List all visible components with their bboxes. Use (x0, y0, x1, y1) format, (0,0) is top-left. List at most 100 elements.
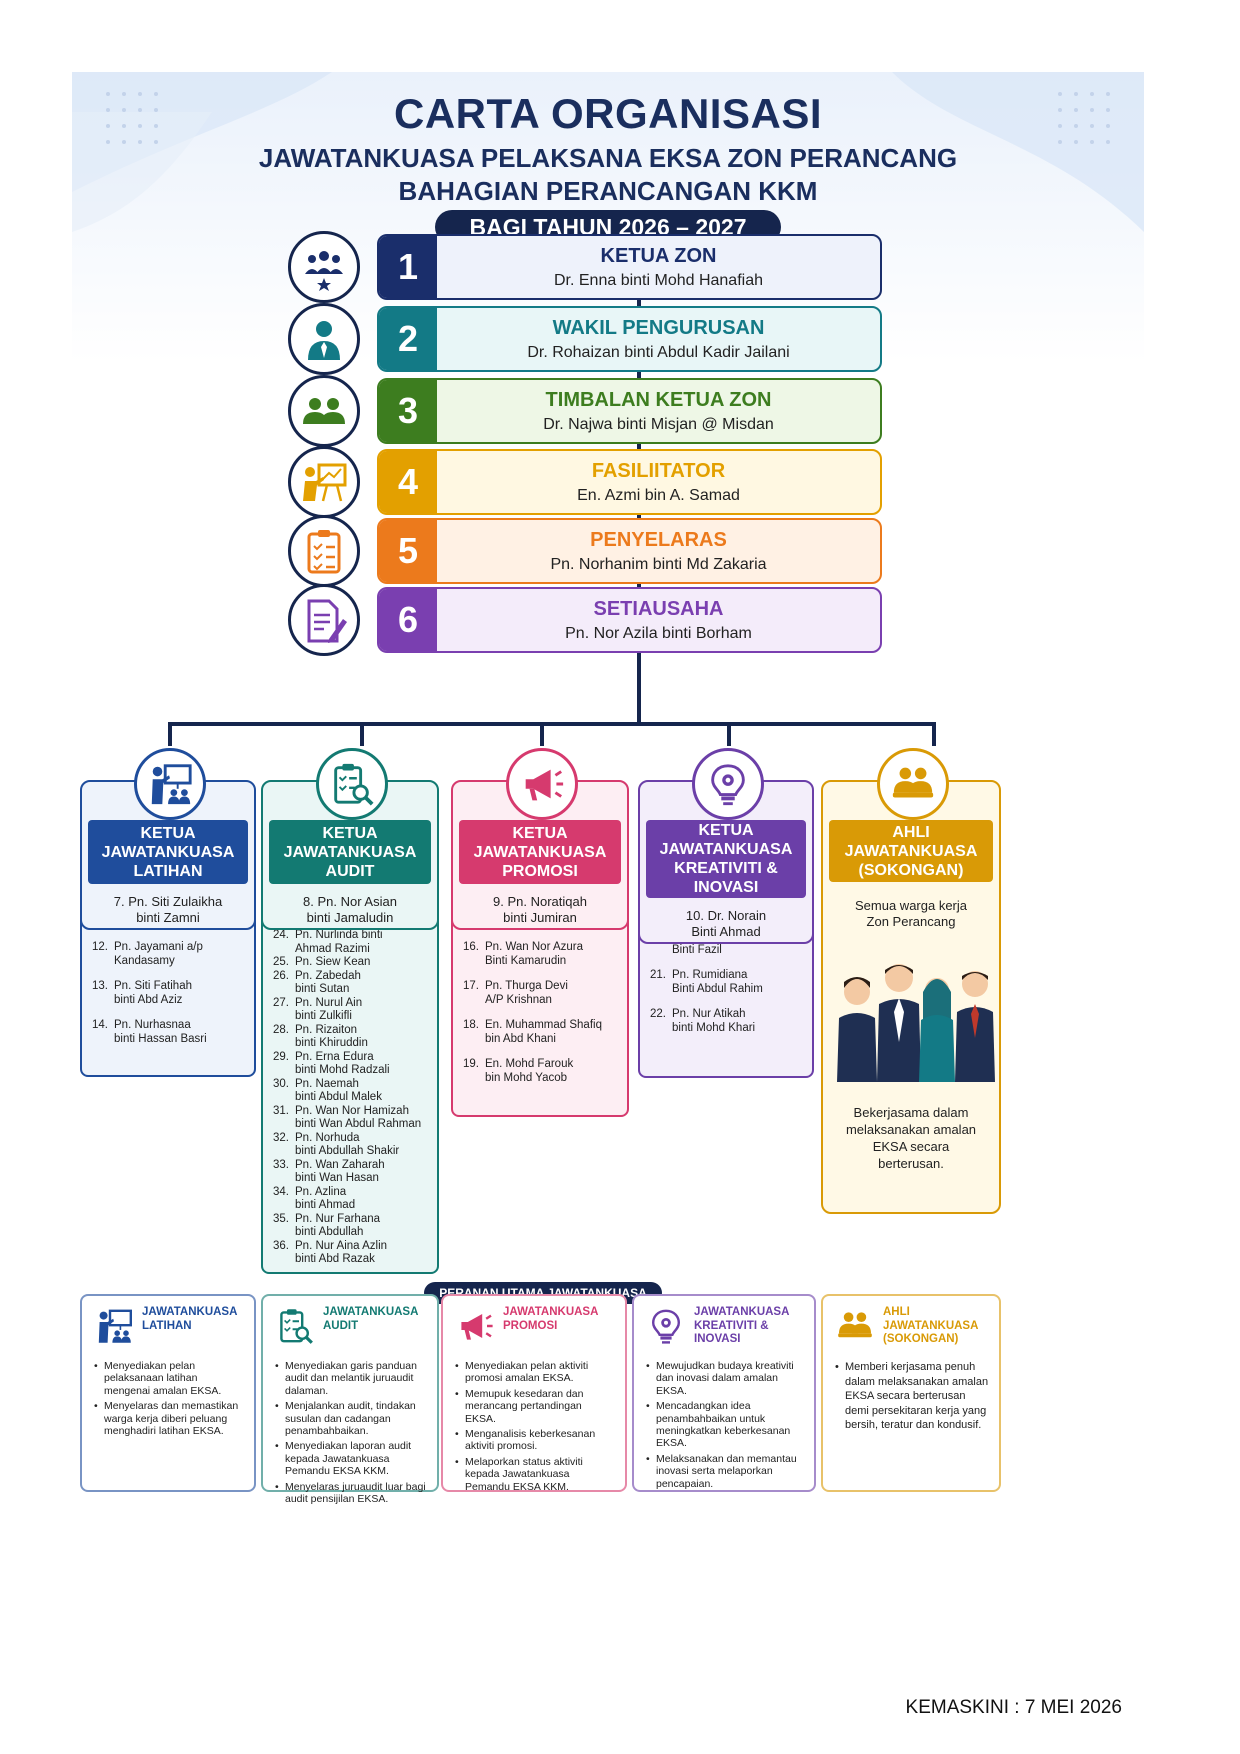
rank-icon-badge (288, 375, 360, 447)
list-item: Melaporkan status aktiviti kepada Jawata… (455, 1456, 615, 1493)
branch-drop-audit (360, 722, 364, 746)
rank-person-name: Dr. Enna binti Mohd Hanafiah (553, 271, 763, 289)
branch-drop-kreativiti (727, 722, 731, 746)
member-number: 29. (273, 1050, 289, 1063)
list-item: Menjalankan audit, tindakan susulan dan … (275, 1400, 427, 1437)
list-item: 28.Pn. Rizaiton binti Khiruddin (273, 1024, 427, 1051)
committee-title: KETUA JAWATANKUASA KREATIVITI & INOVASI (646, 820, 806, 898)
rank-title: WAKIL PENGURUSAN (552, 316, 765, 339)
rank-title: KETUA ZON (600, 244, 717, 267)
list-item: 33.Pn. Wan Zaharah binti Wan Hasan (273, 1159, 427, 1186)
role-title: JAWATANKUASA PROMOSI (503, 1306, 599, 1332)
list-item: Menyediakan garis panduan audit dan mela… (275, 1360, 427, 1397)
role-header: AHLI JAWATANKUASA (SOKONGAN) (835, 1306, 989, 1358)
rank-person-name: Dr. Najwa binti Misjan @ Misdan (543, 415, 774, 433)
list-item: Menyelaras dan memastikan warga kerja di… (94, 1400, 244, 1437)
people-group-icon (892, 767, 934, 798)
rank-box-1: 1 KETUA ZON Dr. Enna binti Mohd Hanafiah (377, 234, 882, 300)
committee-icon-badge (506, 748, 578, 820)
member-name: Pn. Nur Atikah binti Mohd Khari (672, 1008, 756, 1034)
clipboard-icon (307, 530, 341, 574)
list-item: Menyediakan laporan audit kepada Jawatan… (275, 1440, 427, 1477)
list-item: 19.En. Mohd Farouk bin Mohd Yacob (463, 1058, 617, 1085)
member-name: Pn. Rumidiana Binti Abdul Rahim (672, 969, 763, 995)
updated-date: KEMASKINI : 7 MEI 2026 (905, 1697, 1122, 1718)
member-name: Pn. Nurlinda binti Ahmad Razimi (295, 929, 383, 955)
list-item: 12.Pn. Jayamani a/p Kandasamy (92, 941, 244, 968)
rank-title: SETIAUSAHA (593, 597, 724, 620)
list-item: 14. Pn. Nurhasnaa binti Hassan Basri (92, 1019, 244, 1046)
member-number: 19. (463, 1058, 479, 1070)
ajk-member-list: 23.Pn. Maizatul Akma Binti Mat Eil @ Ism… (273, 902, 427, 1267)
committee-title: AHLI JAWATANKUASA (SOKONGAN) (829, 820, 993, 882)
trainer-icon (98, 1309, 132, 1343)
list-item: 36.Pn. Nur Aina Azlin binti Abd Razak (273, 1240, 427, 1267)
list-item: 29.Pn. Erna Edura binti Mohd Radzali (273, 1051, 427, 1078)
rank-person-name: En. Azmi bin A. Samad (577, 486, 740, 504)
role-title: JAWATANKUASA AUDIT (323, 1306, 419, 1332)
role-card: JAWATANKUASA AUDIT Menyediakan garis pand… (261, 1294, 439, 1505)
list-item: Mewujudkan budaya kreativiti dan inovasi… (646, 1360, 804, 1397)
member-number: 26. (273, 969, 289, 982)
committee-head-line-1: 10. Dr. Norain (685, 908, 767, 923)
committee-head-line-1: Semua warga kerja (855, 898, 967, 913)
rank-person-name: Dr. Rohaizan binti Abdul Kadir Jailani (527, 343, 790, 361)
member-name: Pn. Siew Kean (295, 956, 371, 968)
committee-card-sokongan: AHLI JAWATANKUASA (SOKONGAN) Semua warga … (821, 748, 1001, 1214)
member-name: Pn. Rizaiton binti Khiruddin (295, 1023, 368, 1050)
page-title: CARTA ORGANISASI (394, 90, 822, 137)
member-name: Pn. Nur Farhana binti Abdullah (295, 1212, 381, 1239)
committee-title: KETUA JAWATANKUASA AUDIT (269, 820, 431, 884)
list-item: 32.Pn. Norhuda binti Abdullah Shakir (273, 1132, 427, 1159)
list-item: 30.Pn. Naemah binti Abdul Malek (273, 1078, 427, 1105)
staff-group-illustration (829, 942, 997, 1092)
list-item: 22. Pn. Nur Atikah binti Mohd Khari (650, 1008, 802, 1035)
rank-body: WAKIL PENGURUSAN Dr. Rohaizan binti Abdul… (437, 308, 880, 370)
member-number: 35. (273, 1212, 289, 1225)
member-number: 16. (463, 941, 479, 953)
rank-number: 6 (379, 589, 437, 651)
lightbulb-gear-icon (711, 764, 745, 806)
member-name: Pn. Nur Aina Azlin binti Abd Razak (295, 1239, 388, 1266)
list-item: 34.Pn. Azlina binti Ahmad (273, 1186, 427, 1213)
role-list: Mewujudkan budaya kreativiti dan inovasi… (646, 1360, 804, 1490)
rank-number: 1 (379, 236, 437, 298)
member-number: 12. (92, 941, 108, 953)
list-item: Memberi kerjasama penuh dalam melaksanak… (835, 1360, 989, 1433)
role-card: JAWATANKUASA LATIHAN Menyediakan pelan pe… (80, 1294, 256, 1492)
role-header: JAWATANKUASA KREATIVITI & INOVASI (646, 1306, 804, 1358)
role-header: JAWATANKUASA AUDIT (275, 1306, 427, 1358)
member-name: Pn. Wan Zaharah binti Wan Hasan (295, 1158, 385, 1185)
committee-icon-badge (316, 748, 388, 820)
member-name: Pn. Zabedah binti Sutan (295, 969, 361, 996)
list-item: 21.Pn. Rumidiana Binti Abdul Rahim (650, 969, 802, 996)
rank-title: PENYELARAS (590, 528, 727, 551)
member-number: 31. (273, 1104, 289, 1117)
member-name: Pn. Wan Nor Azura Binti Kamarudin (485, 941, 584, 967)
rank-number: 3 (379, 380, 437, 442)
role-title: JAWATANKUASA LATIHAN (142, 1306, 238, 1332)
committee-head-line-2: binti Jamaludin (306, 910, 394, 925)
list-item: Menyediakan pelan pelaksanaan latihan me… (94, 1360, 244, 1397)
member-number: 22. (650, 1008, 666, 1020)
role-header: JAWATANKUASA PROMOSI (455, 1306, 615, 1358)
list-item: 25.Pn. Siew Kean (273, 956, 427, 970)
rank-title: FASILIITATOR (591, 459, 726, 482)
staff-group-icon (837, 964, 995, 1082)
committee-head-line-2: binti Zamni (136, 910, 200, 925)
list-item: Memupuk kesedaran dan merancang pertandi… (455, 1388, 615, 1425)
presenter-icon (303, 463, 347, 502)
member-number: 14. (92, 1019, 108, 1031)
member-name: Pn. Nurhasnaa binti Hassan Basri (114, 1019, 207, 1045)
committee-icon-badge (877, 748, 949, 820)
person-tie-icon (308, 321, 340, 360)
member-name: Pn. Thurga Devi A/P Krishnan (485, 980, 568, 1006)
list-item: 24.Pn. Nurlinda binti Ahmad Razimi (273, 929, 427, 956)
